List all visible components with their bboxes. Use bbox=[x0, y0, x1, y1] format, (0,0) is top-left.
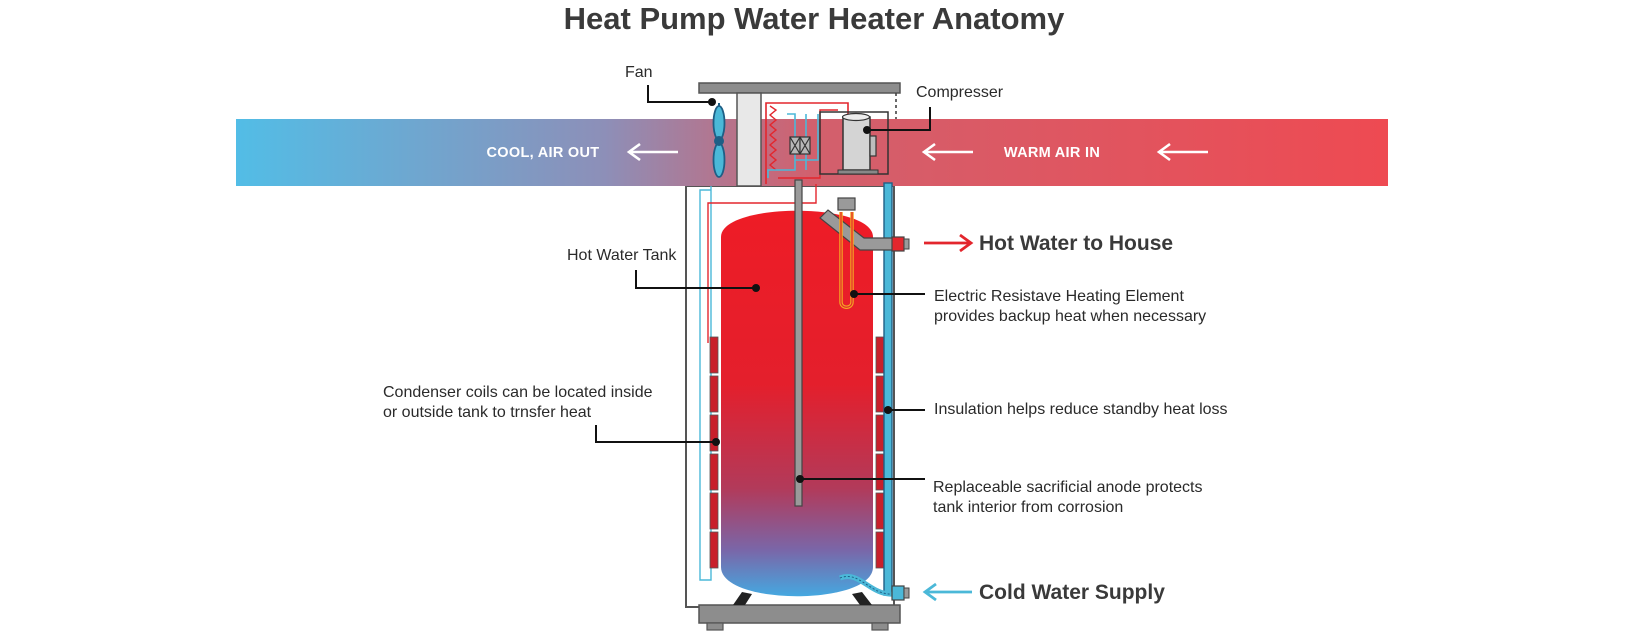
compressor-icon bbox=[819, 111, 889, 175]
label-cold-water-supply: Cold Water Supply bbox=[979, 581, 1165, 604]
label-fan: Fan bbox=[625, 64, 653, 81]
band-right-label: WARM AIR IN bbox=[1004, 145, 1100, 161]
airflow-band bbox=[236, 119, 1388, 186]
callout-fan: Fan bbox=[625, 64, 716, 106]
callout-hot-water-tank: Hot Water Tank bbox=[567, 247, 760, 292]
band-left-label: COOL, AIR OUT bbox=[487, 145, 600, 161]
label-compressor: Compresser bbox=[916, 84, 1004, 101]
callout-compressor: Compresser bbox=[863, 84, 1004, 134]
expansion-valve bbox=[789, 136, 811, 155]
arrow-right-icon bbox=[924, 233, 974, 253]
label-hot-water-to-house: Hot Water to House bbox=[979, 232, 1173, 255]
heat-pump-module bbox=[712, 92, 889, 187]
foot-right bbox=[871, 622, 889, 631]
arrow-left-icon bbox=[1156, 142, 1208, 162]
callout-heating-element: Electric Resistave Heating Element provi… bbox=[850, 288, 1206, 325]
condenser-coils-left bbox=[709, 336, 719, 569]
refrigerant-coil-red bbox=[768, 105, 778, 171]
label-anode-line2: tank interior from corrosion bbox=[933, 499, 1123, 516]
foot-left bbox=[706, 622, 724, 631]
cold-inlet-cap bbox=[903, 587, 910, 599]
callout-insulation: Insulation helps reduce standby heat los… bbox=[884, 401, 1228, 418]
hot-supply-line bbox=[707, 184, 817, 343]
top-cap bbox=[698, 82, 901, 94]
tank-leg-left bbox=[733, 592, 752, 605]
condenser-coils-right bbox=[875, 336, 885, 569]
label-condenser-line1: Condenser coils can be located inside bbox=[383, 384, 653, 401]
hot-outlet-cap bbox=[903, 238, 910, 250]
cold-feed-line bbox=[699, 186, 712, 581]
label-hot-water-tank: Hot Water Tank bbox=[567, 247, 677, 264]
fan-housing-column bbox=[736, 92, 762, 187]
hot-outlet-stub bbox=[891, 236, 905, 252]
label-condenser-line2: or outside tank to trnsfer heat bbox=[383, 404, 592, 421]
arrow-left-icon bbox=[626, 142, 678, 162]
arrow-left-icon bbox=[921, 142, 973, 162]
cold-water-in-callout: Cold Water Supply bbox=[922, 581, 1165, 604]
label-insulation: Insulation helps reduce standby heat los… bbox=[934, 401, 1228, 418]
fan-icon bbox=[712, 103, 726, 178]
label-element-line2: provides backup heat when necessary bbox=[934, 308, 1206, 325]
top-fitting bbox=[837, 197, 856, 211]
tank-leg-right bbox=[852, 592, 872, 605]
anode-rod bbox=[794, 179, 803, 507]
hot-water-out-callout: Hot Water to House bbox=[924, 232, 1173, 255]
callout-condenser: Condenser coils can be located inside or… bbox=[383, 384, 720, 446]
bottom-base bbox=[698, 604, 901, 624]
refrigerant-hot-line bbox=[765, 102, 849, 184]
page-title: Heat Pump Water Heater Anatomy bbox=[564, 1, 1065, 36]
callout-anode: Replaceable sacrificial anode protects t… bbox=[796, 475, 1202, 516]
label-element-line1: Electric Resistave Heating Element bbox=[934, 288, 1184, 305]
cold-inlet-stub bbox=[891, 585, 905, 601]
label-anode-line1: Replaceable sacrificial anode protects bbox=[933, 479, 1202, 496]
arrow-left-icon bbox=[922, 582, 972, 602]
